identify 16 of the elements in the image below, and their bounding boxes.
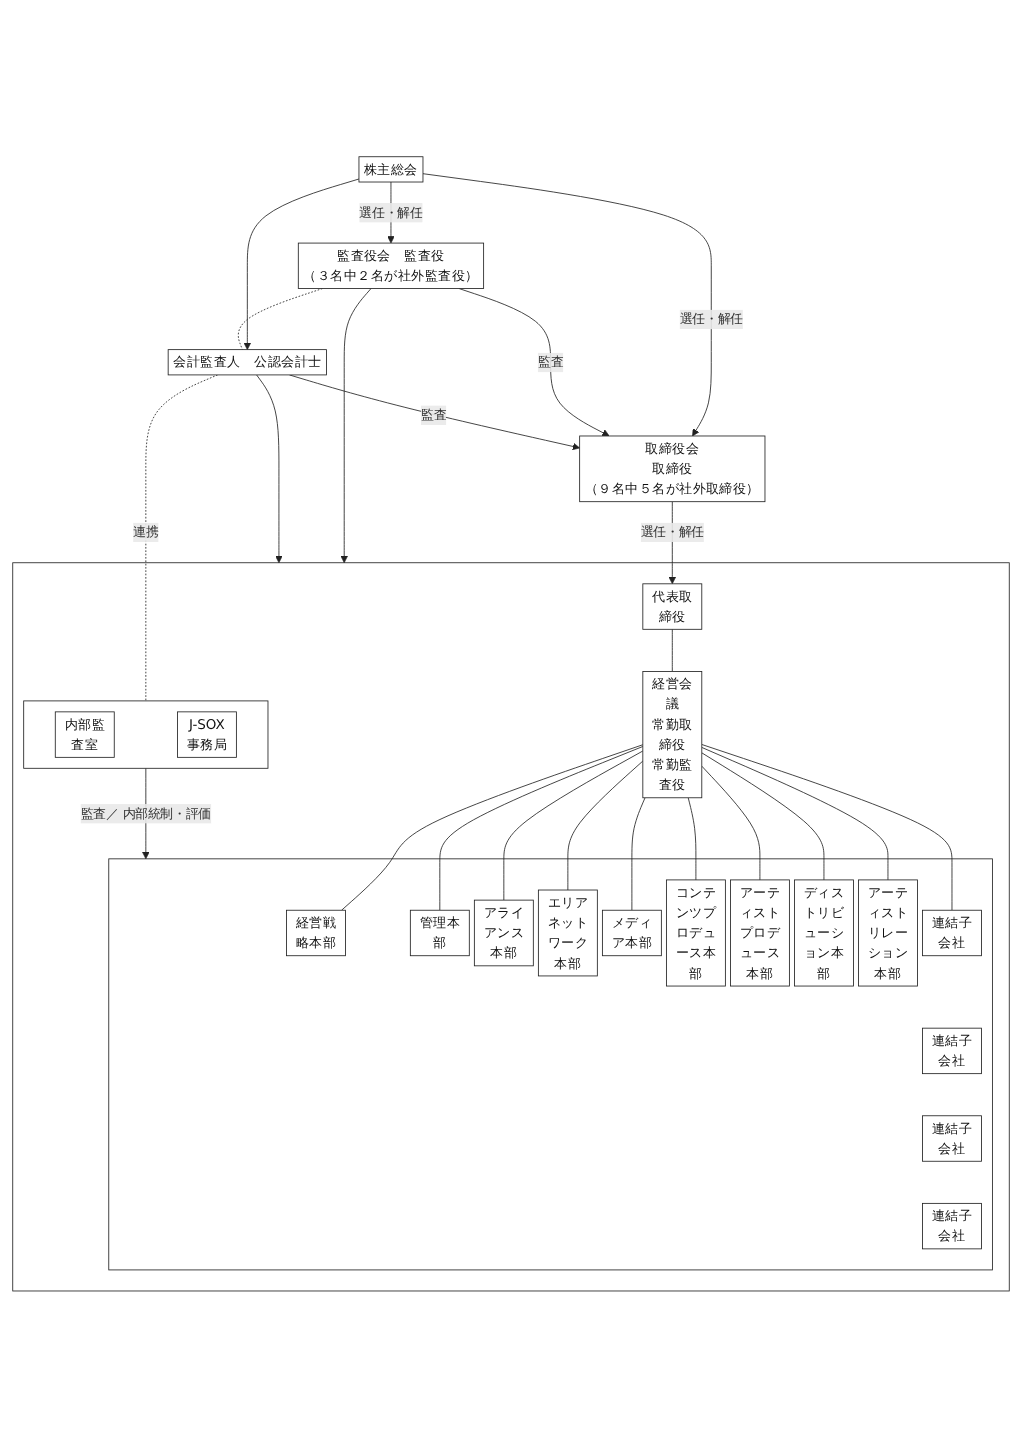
connector (671, 628, 673, 671)
connector (439, 745, 644, 910)
connector (341, 743, 644, 910)
connector (145, 373, 219, 701)
connector (237, 287, 323, 350)
connector (567, 759, 644, 890)
cluster (108, 857, 993, 1270)
connector (701, 743, 953, 910)
connector (701, 764, 761, 880)
connector (701, 746, 889, 880)
connector (631, 796, 646, 910)
connector (503, 749, 644, 900)
connector (687, 796, 697, 880)
cluster (23, 699, 269, 768)
connector (701, 751, 825, 880)
cluster (12, 561, 1010, 1291)
